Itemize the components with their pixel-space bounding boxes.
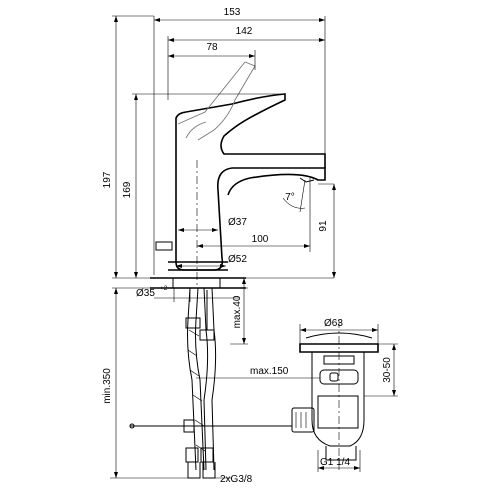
- dim-plug-diameter: Ø63: [324, 318, 343, 329]
- dim-hole-tolerance: +2: [160, 285, 168, 292]
- dim-spout-clearance: 91: [318, 220, 329, 232]
- supply-hoses: [183, 287, 217, 479]
- faucet-body: [155, 61, 326, 288]
- dim-overall-length: 153: [224, 7, 241, 18]
- dim-waste-height: 30-50: [382, 357, 393, 383]
- dim-lever-length: 78: [206, 42, 218, 53]
- dim-hose-thread: 2xG3/8: [220, 474, 253, 485]
- dim-spout-reach: 100: [252, 234, 269, 245]
- dim-hose-length: min.350: [102, 368, 113, 404]
- dim-base-diameter: Ø52: [228, 254, 247, 265]
- dimension-labels: 153 142 78 197 169 7° 91 Ø37 100 Ø52 Ø35…: [102, 7, 393, 485]
- dim-waste-offset: max.150: [250, 366, 289, 377]
- dim-spout-angle: 7°: [285, 192, 295, 203]
- dim-spout-height: 169: [122, 181, 133, 198]
- dim-body-diameter: Ø37: [228, 217, 247, 228]
- dim-total-height: 197: [102, 171, 113, 188]
- dimension-lines: [110, 15, 398, 479]
- dim-spout-length: 142: [236, 26, 253, 37]
- dim-max-deck: max.40: [232, 295, 243, 328]
- waste-assembly: [129, 320, 379, 470]
- dim-waste-thread: G1 1/4: [320, 457, 350, 468]
- dim-hole-diameter: Ø35: [136, 288, 155, 299]
